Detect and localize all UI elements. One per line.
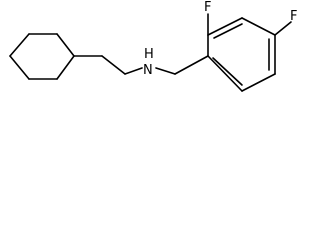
bond — [207, 55, 243, 92]
amine-n-label: N — [143, 63, 153, 78]
linker-chain — [73, 55, 209, 75]
bond — [207, 17, 243, 36]
bond — [213, 23, 243, 39]
bond — [101, 55, 126, 75]
fluorine-ortho-label: F — [204, 0, 211, 15]
bond — [174, 55, 209, 75]
bond — [274, 21, 292, 36]
chemical-structure: H N F F — [9, 0, 297, 92]
bond — [9, 33, 30, 57]
amine-h-label: H — [144, 47, 154, 62]
bond — [56, 55, 75, 80]
bond — [241, 17, 276, 36]
bond — [155, 67, 176, 75]
fluorine-bonds — [207, 13, 292, 36]
bond — [212, 57, 243, 86]
bond — [241, 73, 276, 92]
bond — [124, 67, 143, 75]
bond — [9, 55, 30, 80]
bond — [56, 33, 75, 57]
fluorine-para-label: F — [290, 9, 297, 24]
cyclohexane-ring — [9, 33, 75, 80]
benzene-ring — [207, 17, 276, 92]
